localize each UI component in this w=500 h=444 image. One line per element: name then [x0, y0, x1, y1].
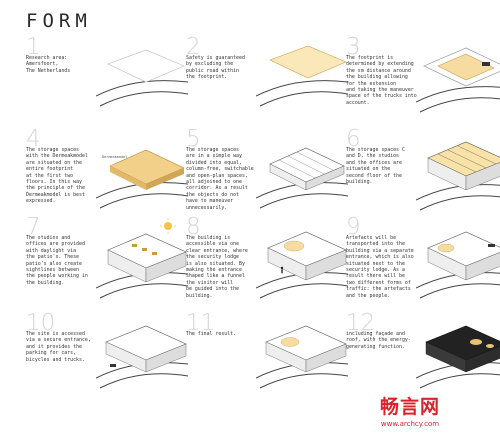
step-12-illustration [416, 325, 500, 389]
step-5-illustration [256, 147, 348, 209]
step-number: 1 [26, 34, 41, 60]
step-2: 2 Safety is guaranteed by excluding the … [186, 34, 348, 136]
step-number: 5 [186, 126, 201, 152]
person-icon [280, 266, 284, 274]
step-7-illustration [96, 218, 188, 299]
step-text: Safety is guaranteed by excluding the pu… [186, 55, 245, 81]
step-2-illustration [256, 45, 348, 107]
watermark: 畅言网 www.archcy.com [380, 392, 440, 428]
step-5: 5 The storage spaces are in a simple way… [186, 126, 348, 228]
step-9: 9 Artefacts will be transported into the… [346, 216, 500, 316]
step-8-illustration [256, 231, 348, 299]
step-4-illustration: Dermeakmodel [96, 149, 188, 209]
step-number: 2 [186, 34, 201, 60]
step-number: 11 [186, 310, 216, 336]
step-7: 7 The studios and offices are provided w… [26, 214, 188, 316]
step-number: 7 [26, 214, 41, 240]
step-text: The site is accessed via a secure entran… [26, 331, 91, 363]
fig4-left-label: Dermeakmodel [102, 155, 127, 159]
watermark-logo: 畅言网 [379, 396, 440, 418]
step-text: The building is accessible via one clear… [186, 235, 248, 299]
step-number: 8 [186, 214, 201, 240]
step-text: The storage spaces with the Dermeakmodel… [26, 147, 88, 205]
car-icon [110, 364, 116, 367]
truck-icon [488, 244, 495, 247]
step-number: 12 [346, 310, 376, 336]
step-text: The footprint is determined by extending… [346, 55, 417, 106]
step-4: 4 The storage spaces with the Dermeakmod… [26, 126, 188, 228]
step-6-illustration [416, 141, 500, 211]
step-text: including façade and roof, with the ener… [346, 331, 411, 350]
step-9-illustration [416, 231, 500, 299]
step-12: 12 including façade and roof, with the e… [346, 312, 500, 412]
step-number: 9 [346, 214, 361, 240]
step-number: 10 [26, 310, 56, 336]
step-text: Research area: Amersfoort, The Netherlan… [26, 55, 71, 74]
sun-icon [164, 222, 172, 230]
step-1-illustration [96, 49, 188, 107]
step-10-illustration [96, 325, 188, 389]
step-3-illustration [416, 47, 500, 113]
step-1: 1 Research area: Amersfoort, The Netherl… [26, 34, 188, 136]
watermark-url: www.archcy.com [380, 420, 440, 428]
step-text: The storage spaces are in a simple way d… [186, 147, 254, 211]
step-8: 8 The building is accessible via one cle… [186, 214, 348, 316]
step-text: Artefacts will be transported into the b… [346, 235, 414, 299]
step-number: 6 [346, 126, 361, 152]
step-number: 3 [346, 34, 361, 60]
step-3: 3 The footprint is determined by extendi… [346, 36, 500, 136]
step-text: The storage spaces C and D, the studios … [346, 147, 405, 186]
step-11-illustration [256, 325, 348, 389]
step-10: 10 The site is accessed via a secure ent… [26, 310, 188, 412]
page-title: FORM [26, 10, 92, 32]
step-11: 11 The final result. [186, 310, 348, 412]
step-6: 6 The storage spaces C and D, the studio… [346, 128, 500, 228]
step-text: The studios and offices are provided wit… [26, 235, 88, 286]
step-text: The final result. [186, 331, 237, 337]
step-number: 4 [26, 126, 41, 152]
